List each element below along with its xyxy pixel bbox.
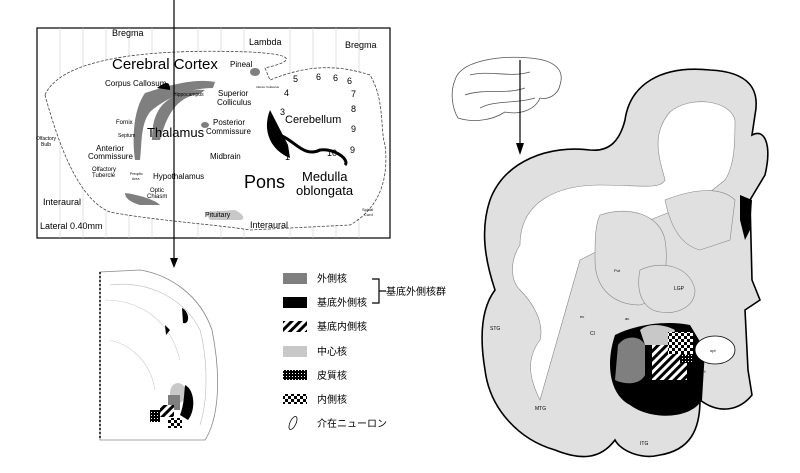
region-medulla-2: oblongata (296, 183, 354, 198)
region-inferior-colliculus: Inferior Colliculus (256, 85, 280, 89)
legend-label: 基底外側核 (317, 296, 367, 309)
label-put: Put (614, 268, 621, 273)
bregma-label: Bregma (112, 28, 144, 38)
lobule-label: 10 (327, 148, 337, 158)
label-ph: PH (700, 369, 706, 374)
region-corpus-callosum: Corpus Callosum (105, 79, 167, 88)
region-olfactory-bulb-2: Bulb (41, 142, 51, 148)
lateral-label: Lateral 0.40mm (40, 221, 103, 231)
label-ac: ac (625, 316, 629, 321)
legend-swatch-basomedial (283, 321, 307, 332)
lobule-label: 8 (351, 104, 356, 114)
arrow-head-icon (170, 258, 178, 268)
lobule-label: 2 (270, 130, 275, 140)
region-olfactory-tubercle: Olfactory (92, 167, 116, 173)
sagittal-panel: Bregma Lambda Bregma Interaural Interaur… (36, 0, 391, 268)
legend-label: 中心核 (317, 345, 347, 358)
region-olfactory-bulb: Olfactory (36, 136, 57, 142)
legend: 外側核 基底外側核 基底内側核 中心核 皮質核 内側核 介在ニューロン 基底外側… (283, 272, 446, 430)
region-pituitary: Pituitary (205, 212, 231, 219)
interaural-label: Interaural (43, 197, 81, 207)
label-stg: STG (490, 326, 500, 332)
cerebellar-lobules: 1 2 3 4 5 6 6 6 7 8 9 9 10 (270, 72, 356, 162)
lobule-label: 6 (316, 72, 321, 82)
region-olfactory-tubercle-2: Tubercle (92, 173, 116, 179)
legend-label: 介在ニューロン (317, 418, 387, 430)
legend-swatch-interneuron (288, 416, 298, 430)
legend-swatch-medial (283, 394, 307, 404)
mouse-coronal-section (99, 269, 218, 441)
lobule-label: 9 (351, 124, 356, 134)
region-optic-chiasm: Optic (150, 188, 164, 194)
lobule-label: 6 (333, 73, 338, 83)
region-posterior-commissure: Posterior (213, 118, 245, 127)
legend-swatch-basolateral (283, 297, 307, 308)
label-opt: opt (710, 348, 716, 353)
lobule-label: 1 (285, 152, 290, 162)
region-pons: Pons (244, 172, 285, 192)
legend-label: 外側核 (317, 272, 347, 285)
region-superior-colliculus-2: Colliculus (217, 98, 251, 107)
region-spinal-cord: Spinal (362, 207, 373, 212)
region-midbrain: Midbrain (210, 152, 241, 161)
region-preoptic-area: Preoptic (130, 172, 143, 176)
legend-group-label: 基底外側核群 (386, 285, 446, 298)
legend-swatch-central (283, 346, 307, 357)
lobule-label: 7 (351, 89, 356, 99)
region-thalamus: Thalamus (147, 125, 205, 140)
region-anterior-commissure: Anterior (96, 144, 124, 153)
lobule-label: 6 (347, 76, 352, 86)
group-bracket (372, 278, 380, 304)
legend-swatch-cortical (283, 370, 307, 380)
region-medulla: Medulla (302, 169, 348, 184)
lobule-label: 5 (293, 74, 298, 84)
legend-swatch-lateral (283, 273, 307, 284)
region-cerebral-cortex: Cerebral Cortex (112, 56, 218, 73)
lobule-label: 4 (284, 88, 289, 98)
label-itg: ITG (640, 441, 648, 447)
region-optic-chiasm-2: Chiasm (147, 194, 167, 200)
label-ec: ec (580, 314, 584, 319)
monkey-brain-sketch (451, 57, 562, 121)
lobule-label: 3 (280, 107, 285, 117)
legend-label: 内側核 (317, 393, 347, 406)
region-hippocampus: Hippocampus (173, 92, 204, 98)
arrow-head-icon (516, 143, 524, 155)
region-hypothalamus: Hypothalamus (153, 172, 204, 181)
region-superior-colliculus: Superior (218, 89, 249, 98)
region-fornix: Fornix (116, 120, 133, 126)
region-preoptic-area-2: Area (132, 177, 139, 181)
region-cerebellum: Cerebellum (285, 114, 341, 126)
legend-label: 基底内側核 (317, 320, 367, 333)
label-mtg: MTG (535, 406, 546, 412)
monkey-coronal-section: STG ITG MTG LGP Cl ec opt Put PH ac (481, 68, 769, 458)
region-posterior-commissure-2: Commissure (206, 127, 251, 136)
lobule-label: 9 (350, 145, 355, 155)
region-septum: Septum (118, 133, 135, 139)
label-lgp: LGP (674, 286, 685, 292)
bregma-label-2: Bregma (345, 40, 377, 50)
region-anterior-commissure-2: Commissure (88, 152, 133, 161)
legend-label: 皮質核 (317, 369, 347, 382)
lambda-label: Lambda (249, 37, 282, 47)
label-cl: Cl (590, 331, 595, 337)
region-pineal: Pineal (230, 60, 252, 69)
region-spinal-cord-2: Cord (364, 212, 373, 217)
interaural-label-2: Interaural (250, 220, 288, 230)
